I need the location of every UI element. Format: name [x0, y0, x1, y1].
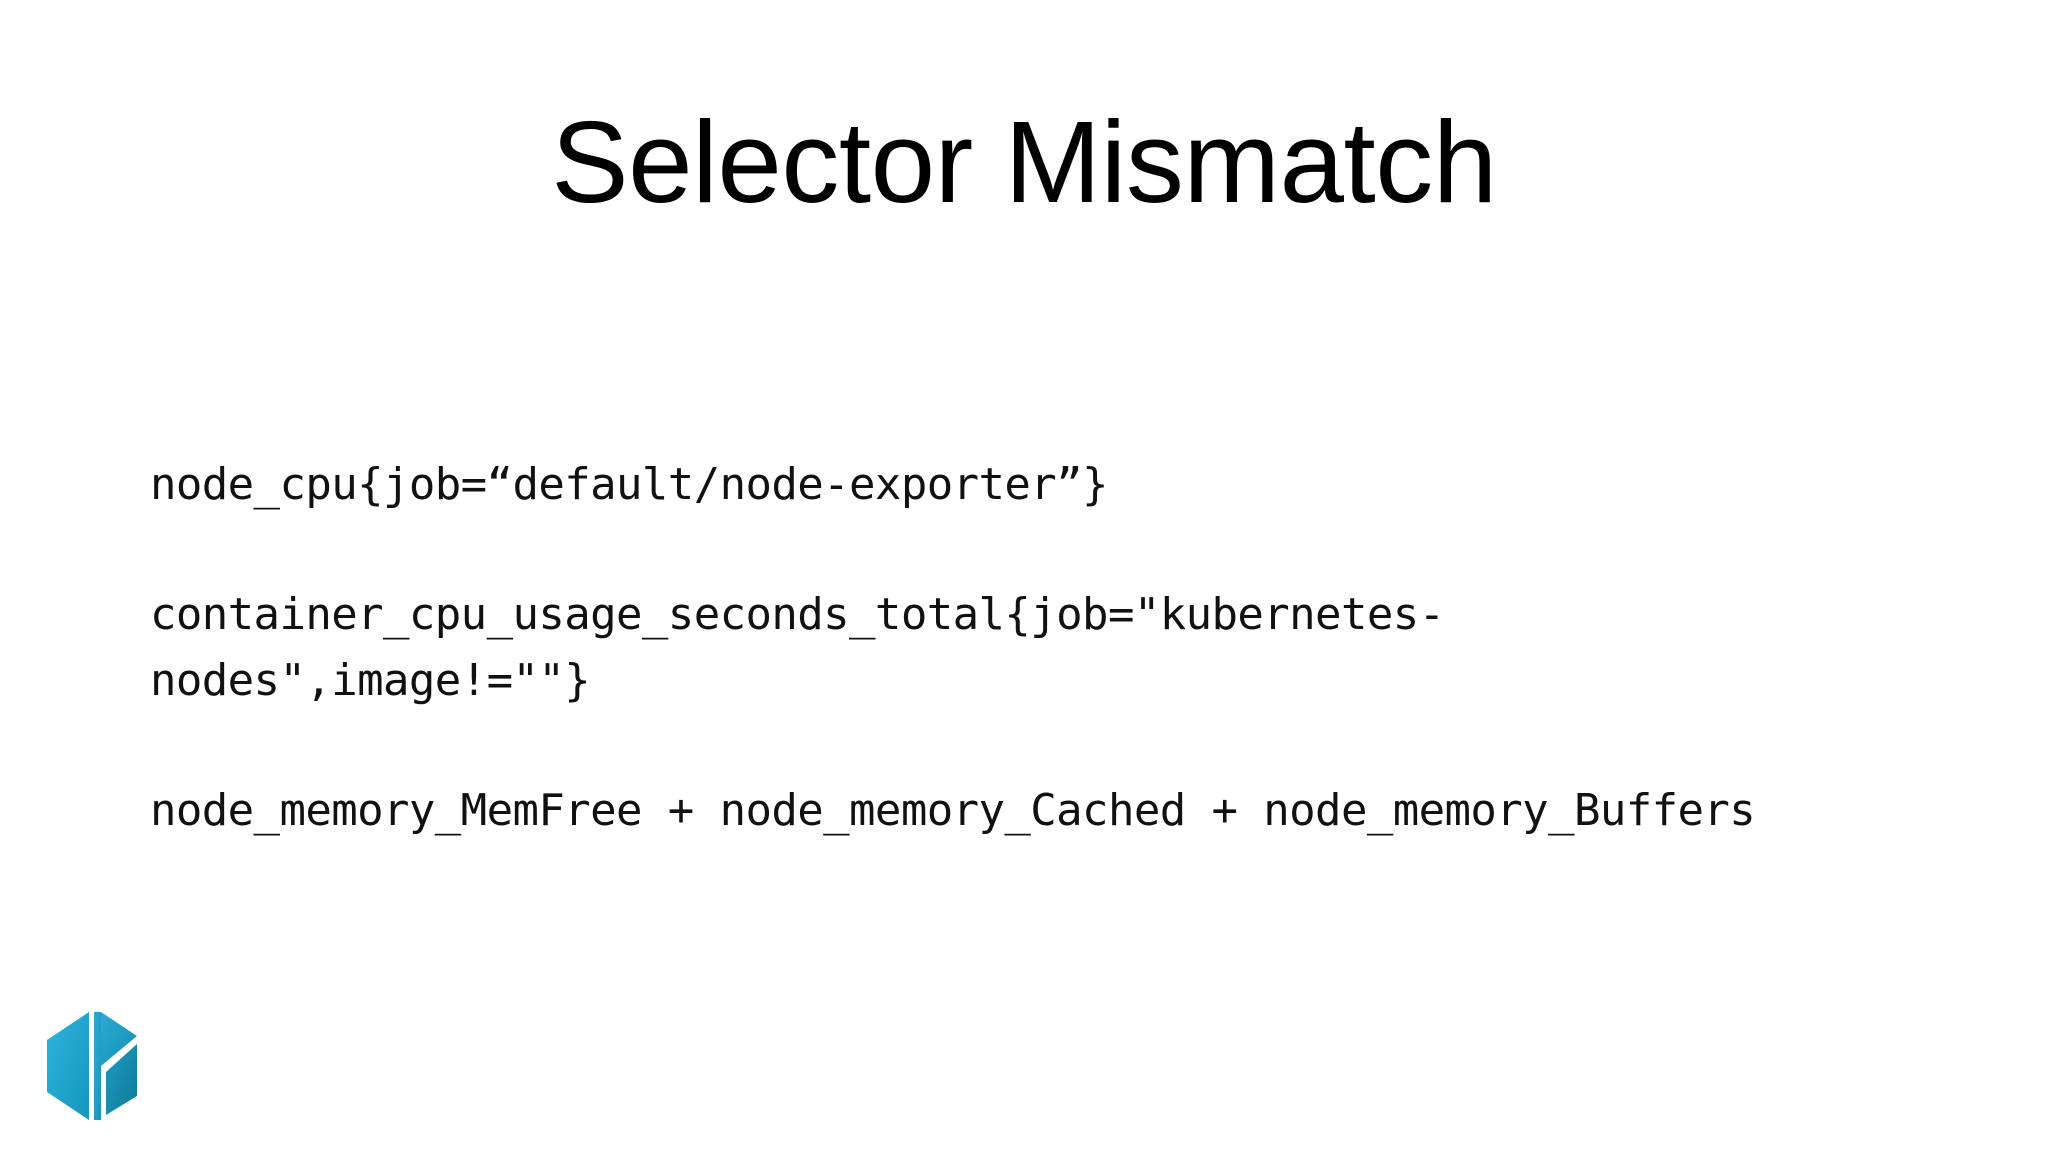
code-block-node-memory: node_memory_MemFree + node_memory_Cached…	[150, 778, 1770, 844]
kausal-logo	[44, 1010, 140, 1122]
code-line: node_memory_MemFree + node_memory_Cached…	[150, 785, 1756, 836]
code-block-node-cpu: node_cpu{job=“default/node-exporter”}	[150, 452, 1770, 518]
code-line: node_cpu{job=“default/node-exporter”}	[150, 459, 1109, 510]
hexagon-k-icon	[47, 1012, 137, 1120]
code-line: container_cpu_usage_seconds_total{job="k…	[150, 589, 1445, 706]
code-block-container-cpu-usage: container_cpu_usage_seconds_total{job="k…	[150, 582, 1770, 714]
code-block-list: node_cpu{job=“default/node-exporter”} co…	[150, 452, 1770, 844]
page-title: Selector Mismatch	[551, 97, 1497, 227]
